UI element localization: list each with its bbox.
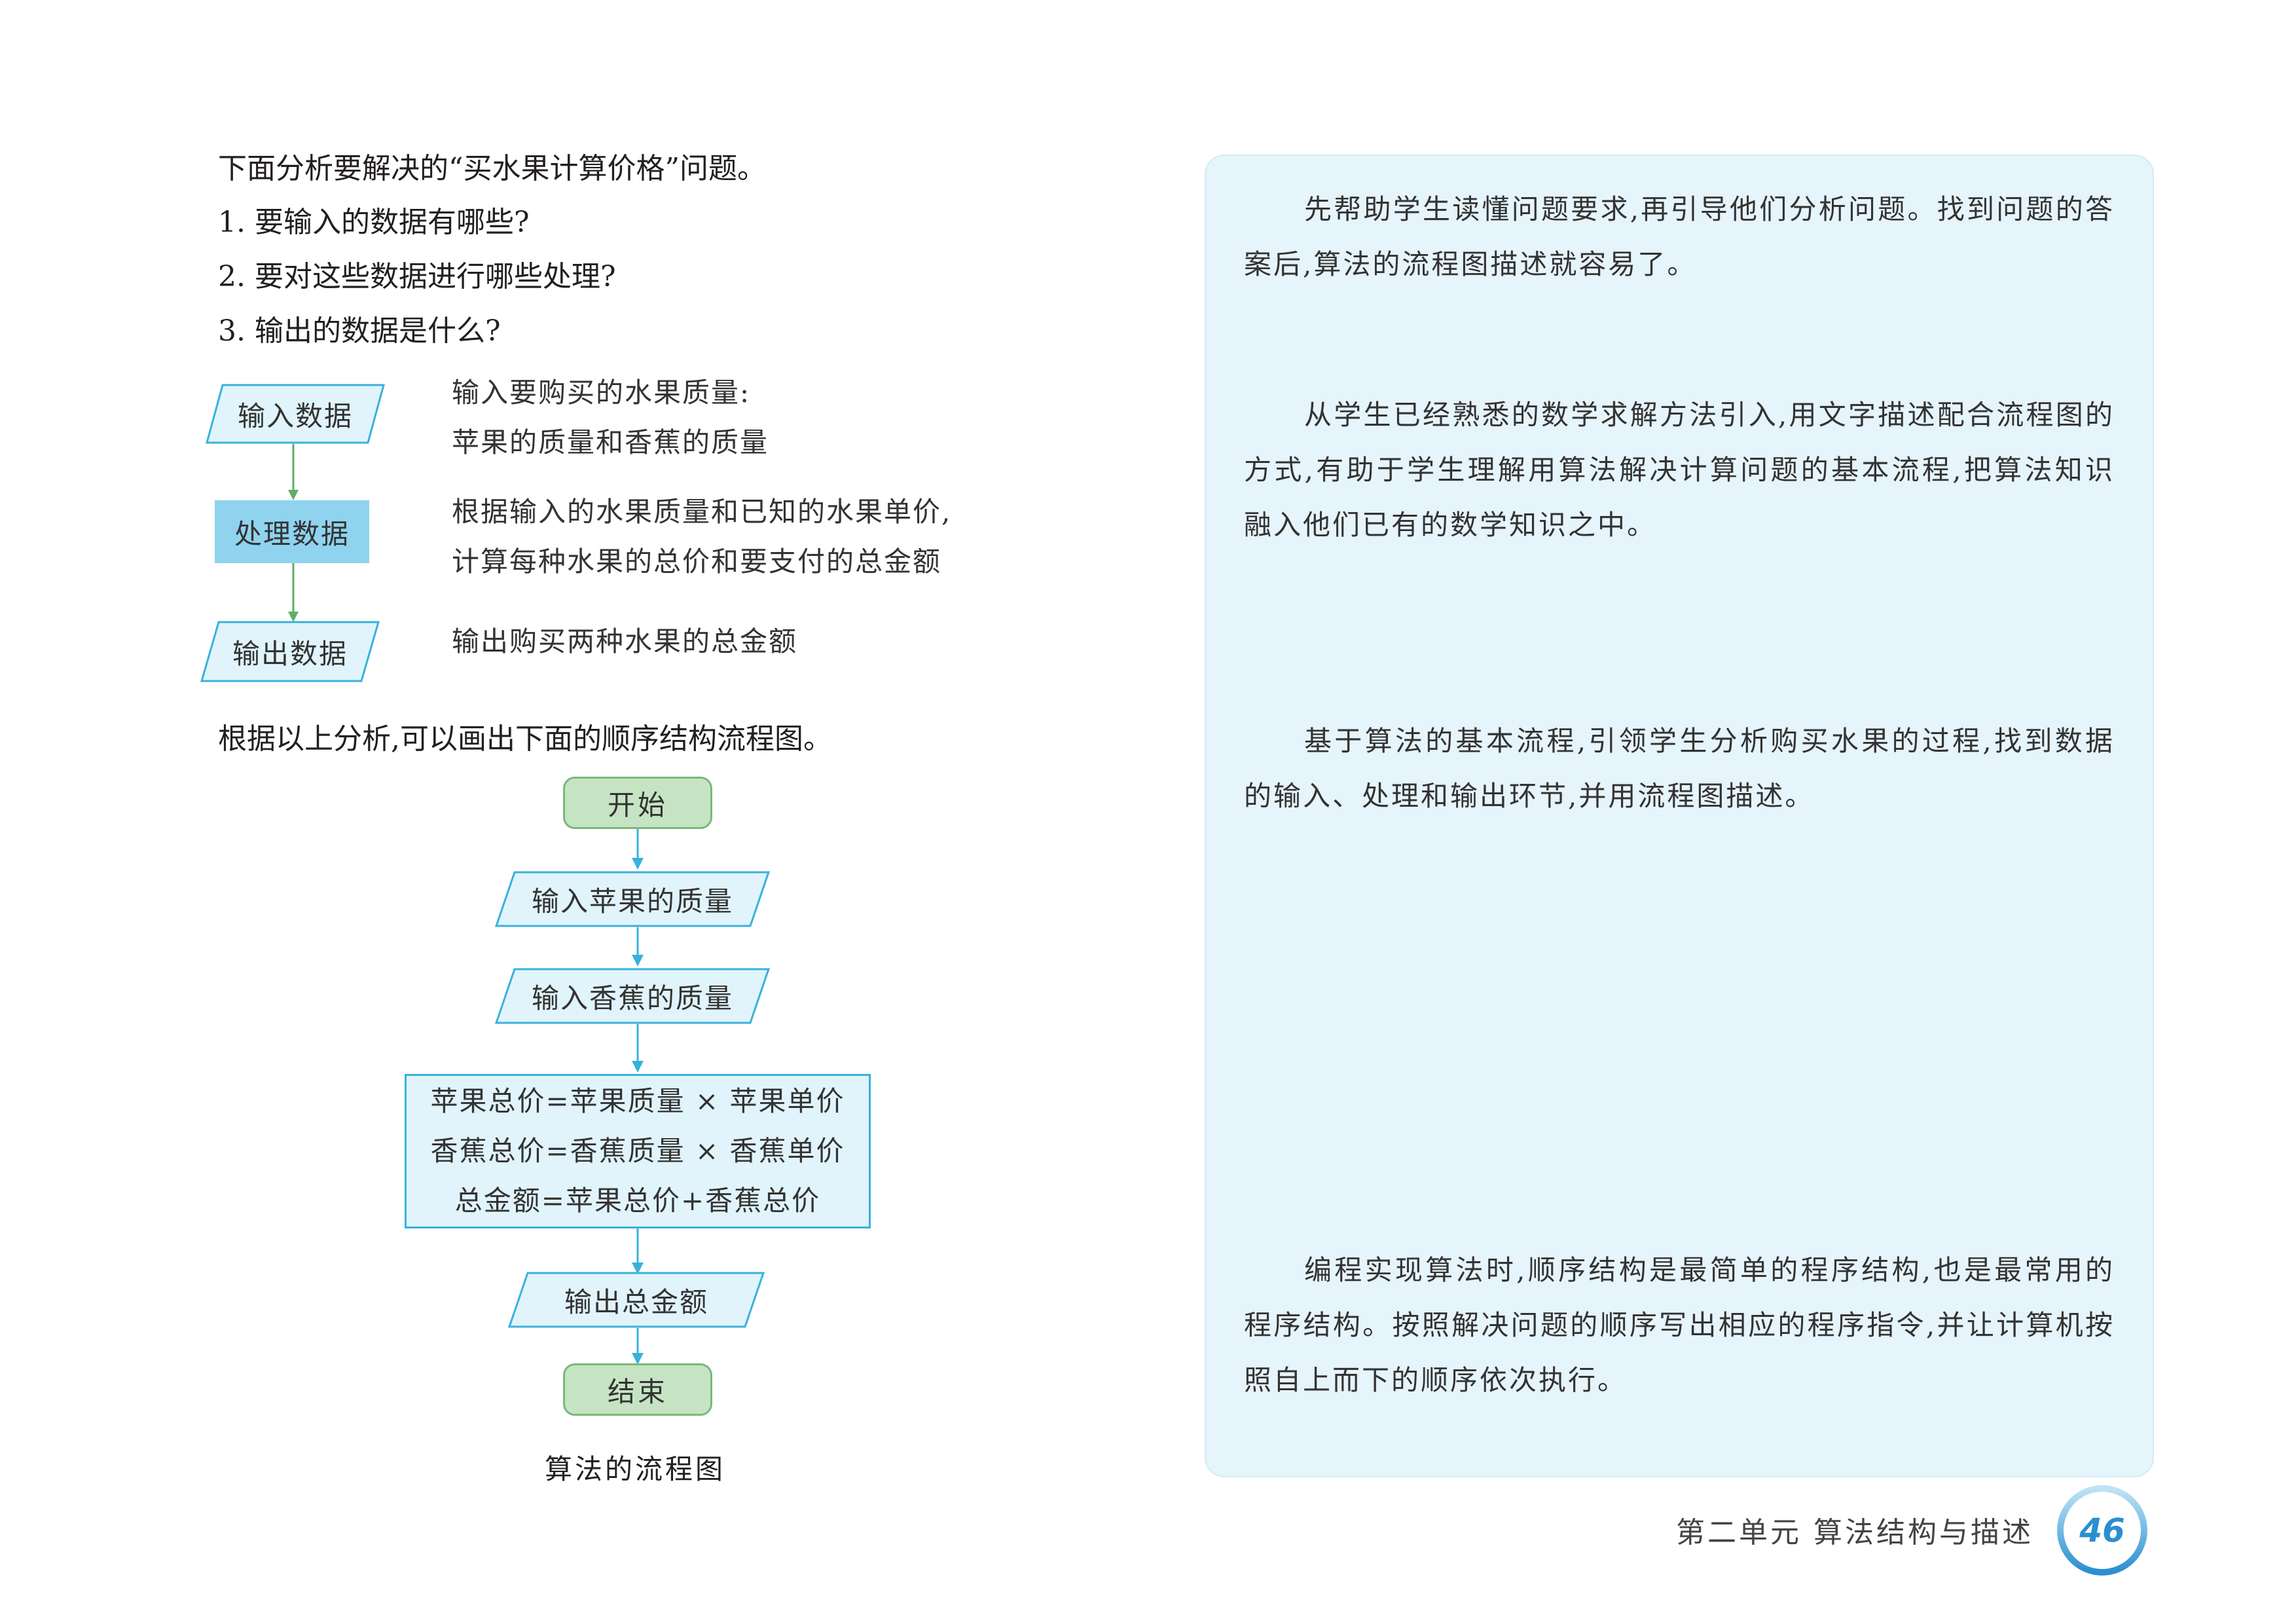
arrow-down-icon bbox=[632, 927, 644, 967]
output-desc: 输出购买两种水果的总金额 bbox=[452, 625, 798, 657]
flowchart-caption: 算法的流程图 bbox=[545, 1453, 726, 1485]
arrow-down-icon bbox=[288, 444, 299, 500]
arrow-down-icon bbox=[288, 563, 299, 622]
intro-text: 下面分析要解决的“买水果计算价格”问题。 bbox=[218, 152, 766, 185]
teacher-notes-panel bbox=[1205, 155, 2154, 1477]
input-apple-label: 输入苹果的质量 bbox=[531, 885, 733, 917]
calc-line-banana: 香蕉总价=香蕉质量 × 香蕉单价 bbox=[430, 1135, 845, 1167]
output-total-shape: 输出总金额 bbox=[508, 1272, 765, 1328]
page-number: 46 bbox=[2079, 1511, 2125, 1549]
question-1: 1. 要输入的数据有哪些? bbox=[218, 206, 530, 239]
input-desc-line-1: 输入要购买的水果质量: bbox=[452, 377, 751, 409]
page-number-badge-icon bbox=[2057, 1485, 2147, 1576]
end-terminal: 结束 bbox=[563, 1363, 712, 1416]
input-data-shape: 输入数据 bbox=[206, 384, 385, 444]
output-total-label: 输出总金额 bbox=[564, 1285, 708, 1318]
start-terminal: 开始 bbox=[563, 777, 712, 829]
calc-line-apple: 苹果总价=苹果质量 × 苹果单价 bbox=[430, 1085, 845, 1117]
note-1: 先帮助学生读懂问题要求,再引导他们分析问题。找到问题的答案后,算法的流程图描述就… bbox=[1244, 193, 2115, 280]
unit-title: 第二单元 算法结构与描述 bbox=[1676, 1516, 2033, 1549]
note-2: 从学生已经熟悉的数学求解方法引入,用文字描述配合流程图的方式,有助于学生理解用算… bbox=[1244, 399, 2115, 541]
note-3: 基于算法的基本流程,引领学生分析购买水果的过程,找到数据的输入、处理和输出环节,… bbox=[1244, 725, 2115, 812]
arrow-down-icon bbox=[632, 1228, 644, 1274]
input-banana-shape: 输入香蕉的质量 bbox=[495, 968, 770, 1024]
output-data-shape: 输出数据 bbox=[200, 621, 380, 682]
process-data-box: 处理数据 bbox=[215, 500, 369, 563]
input-banana-label: 输入香蕉的质量 bbox=[531, 982, 733, 1014]
process-desc-line-1: 根据输入的水果质量和已知的水果单价, bbox=[452, 496, 952, 528]
input-data-label: 输入数据 bbox=[237, 399, 353, 432]
arrow-down-icon bbox=[632, 1328, 644, 1365]
calculation-box: 苹果总价=苹果质量 × 苹果单价 香蕉总价=香蕉质量 × 香蕉单价 总金额=苹果… bbox=[405, 1074, 871, 1228]
output-data-label: 输出数据 bbox=[232, 637, 348, 670]
process-desc-line-2: 计算每种水果的总价和要支付的总金额 bbox=[452, 545, 942, 578]
input-desc-line-2: 苹果的质量和香蕉的质量 bbox=[452, 426, 769, 458]
arrow-down-icon bbox=[632, 1024, 644, 1073]
note-4: 编程实现算法时,顺序结构是最简单的程序结构,也是最常用的程序结构。按照解决问题的… bbox=[1244, 1254, 2115, 1396]
flowchart-intro: 根据以上分析,可以画出下面的顺序结构流程图。 bbox=[218, 722, 832, 756]
question-3: 3. 输出的数据是什么? bbox=[218, 314, 501, 348]
input-apple-shape: 输入苹果的质量 bbox=[495, 871, 770, 927]
calc-line-total: 总金额=苹果总价+香蕉总价 bbox=[454, 1185, 821, 1217]
question-2: 2. 要对这些数据进行哪些处理? bbox=[218, 260, 616, 293]
arrow-down-icon bbox=[632, 829, 644, 870]
